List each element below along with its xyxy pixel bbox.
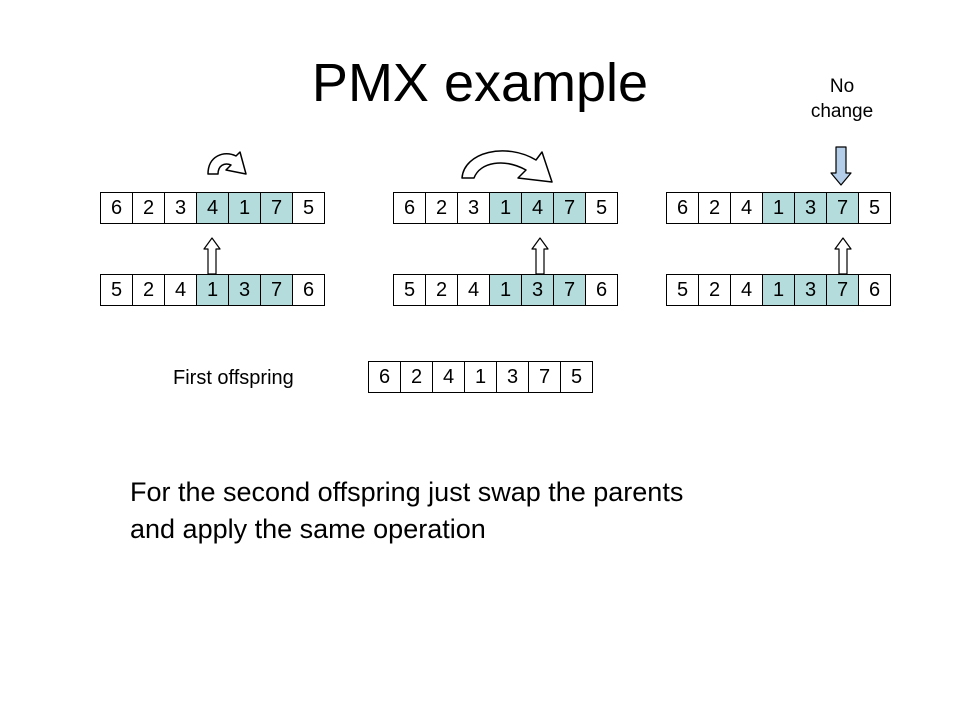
gene-cell: 5 [585, 192, 618, 224]
gene-cell: 6 [393, 192, 426, 224]
gene-cell: 6 [858, 274, 891, 306]
description-line-1: For the second offspring just swap the p… [130, 477, 684, 507]
no-change-note: No change [792, 74, 892, 124]
gene-cell: 4 [730, 274, 763, 306]
gene-cell: 1 [489, 274, 522, 306]
gene-cell: 4 [521, 192, 554, 224]
gene-cell: 3 [794, 274, 827, 306]
gene-cell: 7 [553, 192, 586, 224]
gene-cell: 3 [228, 274, 261, 306]
up-arrow-icon [203, 237, 221, 275]
description: For the second offspring just swap the p… [130, 474, 683, 548]
page-title: PMX example [311, 53, 649, 113]
up-arrow-icon [531, 237, 549, 275]
gene-cell: 3 [457, 192, 490, 224]
gene-cell: 2 [425, 274, 458, 306]
gene-cell: 5 [666, 274, 699, 306]
gene-cell: 1 [762, 274, 795, 306]
gene-cell: 7 [260, 274, 293, 306]
first-offspring-label: First offspring [173, 367, 294, 389]
gene-cell: 7 [260, 192, 293, 224]
gene-cell: 2 [132, 274, 165, 306]
gene-cell: 3 [496, 361, 529, 393]
gene-cell: 2 [698, 192, 731, 224]
down-arrow-icon [830, 146, 852, 186]
gene-cell: 7 [826, 192, 859, 224]
gene-cell: 3 [164, 192, 197, 224]
gene-cell: 4 [164, 274, 197, 306]
gene-cell: 1 [489, 192, 522, 224]
gene-cell: 5 [858, 192, 891, 224]
gene-cell: 4 [730, 192, 763, 224]
gene-cell: 1 [228, 192, 261, 224]
gene-cell: 1 [762, 192, 795, 224]
note-line-2: change [810, 101, 874, 122]
gene-cell: 7 [528, 361, 561, 393]
gene-cell: 3 [521, 274, 554, 306]
gene-cell: 1 [464, 361, 497, 393]
gene-cell: 3 [794, 192, 827, 224]
gene-cell: 2 [698, 274, 731, 306]
curved-arrow-icon [207, 151, 247, 175]
gene-cell: 2 [400, 361, 433, 393]
gene-cell: 6 [368, 361, 401, 393]
description-line-2: and apply the same operation [130, 514, 486, 544]
gene-cell: 4 [457, 274, 490, 306]
gene-cell: 2 [425, 192, 458, 224]
gene-cell: 6 [585, 274, 618, 306]
gene-cell: 4 [432, 361, 465, 393]
gene-cell: 7 [553, 274, 586, 306]
up-arrow-icon [834, 237, 852, 275]
note-line-1: No [829, 76, 855, 97]
gene-cell: 6 [666, 192, 699, 224]
gene-cell: 5 [292, 192, 325, 224]
gene-cell: 5 [100, 274, 133, 306]
gene-cell: 6 [100, 192, 133, 224]
curved-arrow-icon [461, 150, 553, 183]
gene-cell: 5 [560, 361, 593, 393]
gene-cell: 2 [132, 192, 165, 224]
gene-cell: 6 [292, 274, 325, 306]
gene-cell: 5 [393, 274, 426, 306]
gene-cell: 1 [196, 274, 229, 306]
gene-cell: 7 [826, 274, 859, 306]
gene-cell: 4 [196, 192, 229, 224]
